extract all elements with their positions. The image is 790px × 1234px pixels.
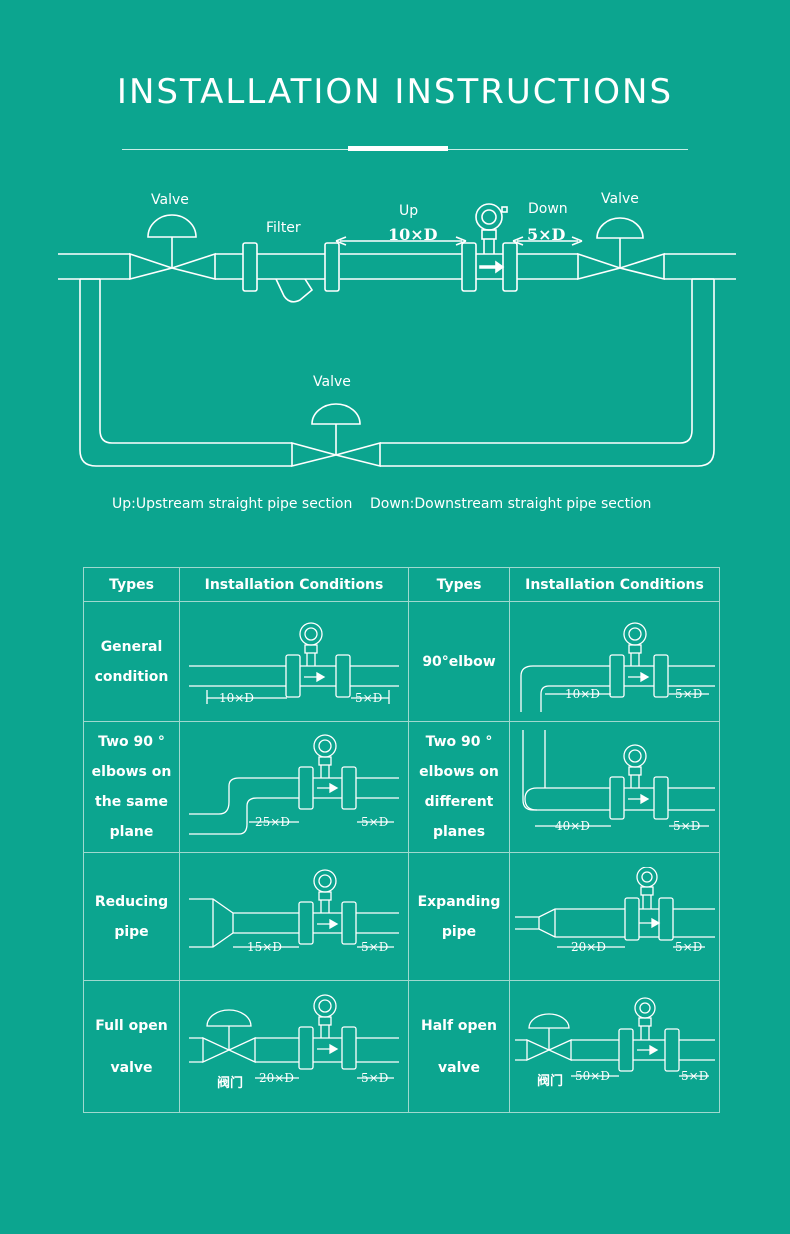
type-full-open-valve: Full open valve xyxy=(83,980,180,1113)
type-line: condition xyxy=(94,668,169,685)
type-line: pipe xyxy=(114,923,149,940)
valve-label: 阀门 xyxy=(217,1075,243,1091)
valve-left-label: Valve xyxy=(151,192,189,208)
down-length: 5×D xyxy=(675,940,702,954)
type-90-elbow: 90°elbow xyxy=(408,601,510,722)
up-length: 15×D xyxy=(247,940,282,954)
up-length-label: 10×D xyxy=(388,225,438,244)
header-types-right: Types xyxy=(408,567,510,602)
diagram-expanding-pipe: 20×D 5×D xyxy=(509,852,720,981)
down-length: 5×D xyxy=(361,1071,388,1085)
up-label: Up xyxy=(399,203,419,219)
diagram-two-elbows-different-planes: 40×D 5×D xyxy=(509,721,720,853)
type-line: Two 90 ° xyxy=(425,734,493,750)
half-open-valve-diagram: 阀门 50×D 5×D xyxy=(514,996,715,1089)
meter-flange-left xyxy=(461,242,477,292)
filter-icon xyxy=(275,278,314,303)
header-types-left: Types xyxy=(83,567,180,602)
type-half-open-valve: Half open valve xyxy=(408,980,510,1113)
type-line: different xyxy=(424,794,494,810)
up-length: 25×D xyxy=(255,815,290,829)
type-line: plane xyxy=(109,824,154,840)
down-length: 5×D xyxy=(675,687,702,701)
down-length: 5×D xyxy=(355,691,382,705)
flow-arrow-icon xyxy=(479,260,505,274)
down-length: 5×D xyxy=(361,940,388,954)
full-open-valve-diagram: 阀门 20×D 5×D xyxy=(189,993,399,1091)
filter-flange-left xyxy=(242,242,258,292)
expanding-pipe-diagram: 20×D 5×D xyxy=(514,866,715,954)
up-length: 20×D xyxy=(259,1071,294,1085)
header-conditions-left: Installation Conditions xyxy=(179,567,409,602)
meter-flange-right xyxy=(502,242,518,292)
type-two-elbows-different-planes: Two 90 ° elbows on different planes xyxy=(408,721,510,853)
diagram-90-elbow: 10×D 5×D xyxy=(509,601,720,722)
valve-left-icon xyxy=(129,214,216,281)
general-condition-diagram: 10×D 5×D xyxy=(189,621,399,705)
bypass-pipe-inner xyxy=(99,279,693,444)
table-header-row: Types Installation Conditions Types Inst… xyxy=(83,567,720,602)
diagram-two-elbows-same-plane: 25×D 5×D xyxy=(179,721,409,853)
type-line: Two 90 ° xyxy=(98,734,165,750)
type-two-elbows-same-plane: Two 90 ° elbows on the same plane xyxy=(83,721,180,853)
bypass-pipe-outer xyxy=(79,279,715,467)
page-title: INSTALLATION INSTRUCTIONS xyxy=(116,72,674,112)
up-length: 10×D xyxy=(219,691,254,705)
type-general-condition: General condition xyxy=(83,601,180,722)
elbow-diagram: 10×D 5×D xyxy=(519,621,715,712)
down-length-label: 5×D xyxy=(527,225,566,244)
type-reducing-pipe: Reducing pipe xyxy=(83,852,180,981)
diagram-reducing-pipe: 15×D 5×D xyxy=(179,852,409,981)
valve-bypass-icon xyxy=(291,403,381,468)
flowmeter-transmitter-icon xyxy=(475,203,508,254)
diagram-half-open-valve: 阀门 50×D 5×D xyxy=(509,980,720,1113)
up-length: 50×D xyxy=(575,1069,610,1083)
filter-label: Filter xyxy=(266,220,301,236)
type-line: elbows on xyxy=(419,764,499,780)
title-divider-accent xyxy=(348,146,448,151)
diagram-full-open-valve: 阀门 20×D 5×D xyxy=(179,980,409,1113)
filter-flange-right xyxy=(324,242,340,292)
down-length: 5×D xyxy=(361,815,388,829)
up-length: 20×D xyxy=(571,940,606,954)
valve-label: 阀门 xyxy=(537,1073,563,1089)
type-line: General xyxy=(100,638,163,655)
up-dimension-line xyxy=(335,236,467,246)
type-line: valve xyxy=(110,1059,153,1076)
up-length: 10×D xyxy=(565,687,600,701)
table-row: Reducing pipe 15×D 5×D Expandi xyxy=(83,852,720,981)
type-line: Full open xyxy=(95,1017,168,1034)
up-length: 40×D xyxy=(555,819,590,833)
type-line: Half open xyxy=(420,1017,498,1034)
piping-diagram xyxy=(58,203,736,468)
reducing-pipe-diagram: 15×D 5×D xyxy=(189,868,399,954)
table-row: General condition 10×D 5×D 90°elbow xyxy=(83,601,720,722)
type-line: planes xyxy=(432,824,486,840)
down-length: 5×D xyxy=(681,1069,708,1083)
down-dimension-line xyxy=(512,236,583,246)
header-conditions-right: Installation Conditions xyxy=(509,567,720,602)
two-elbows-same-plane-diagram: 25×D 5×D xyxy=(189,733,399,835)
valve-right-label: Valve xyxy=(601,191,639,207)
table-row: Full open valve 阀门 20×D 5×D xyxy=(83,980,720,1113)
legend-up: Up:Upstream straight pipe section xyxy=(112,496,353,512)
type-line: elbows on xyxy=(91,764,172,780)
diagram-general-condition: 10×D 5×D xyxy=(179,601,409,722)
valve-right-icon xyxy=(577,217,665,281)
type-line: valve xyxy=(438,1059,480,1076)
type-line: Expanding xyxy=(417,893,501,910)
valve-bypass-label: Valve xyxy=(313,374,351,390)
table-row: Two 90 ° elbows on the same plane 25×D 5… xyxy=(83,721,720,853)
installation-conditions-table: Types Installation Conditions Types Inst… xyxy=(83,567,720,1113)
type-expanding-pipe: Expanding pipe xyxy=(408,852,510,981)
legend-down: Down:Downstream straight pipe section xyxy=(370,496,652,512)
two-elbows-different-planes-diagram: 40×D 5×D xyxy=(521,729,715,833)
down-label: Down xyxy=(528,201,568,217)
type-line: pipe xyxy=(441,923,477,940)
type-line: the same xyxy=(95,794,168,810)
type-line: Reducing xyxy=(94,893,169,910)
down-length: 5×D xyxy=(673,819,700,833)
type-line: 90°elbow xyxy=(422,653,496,670)
